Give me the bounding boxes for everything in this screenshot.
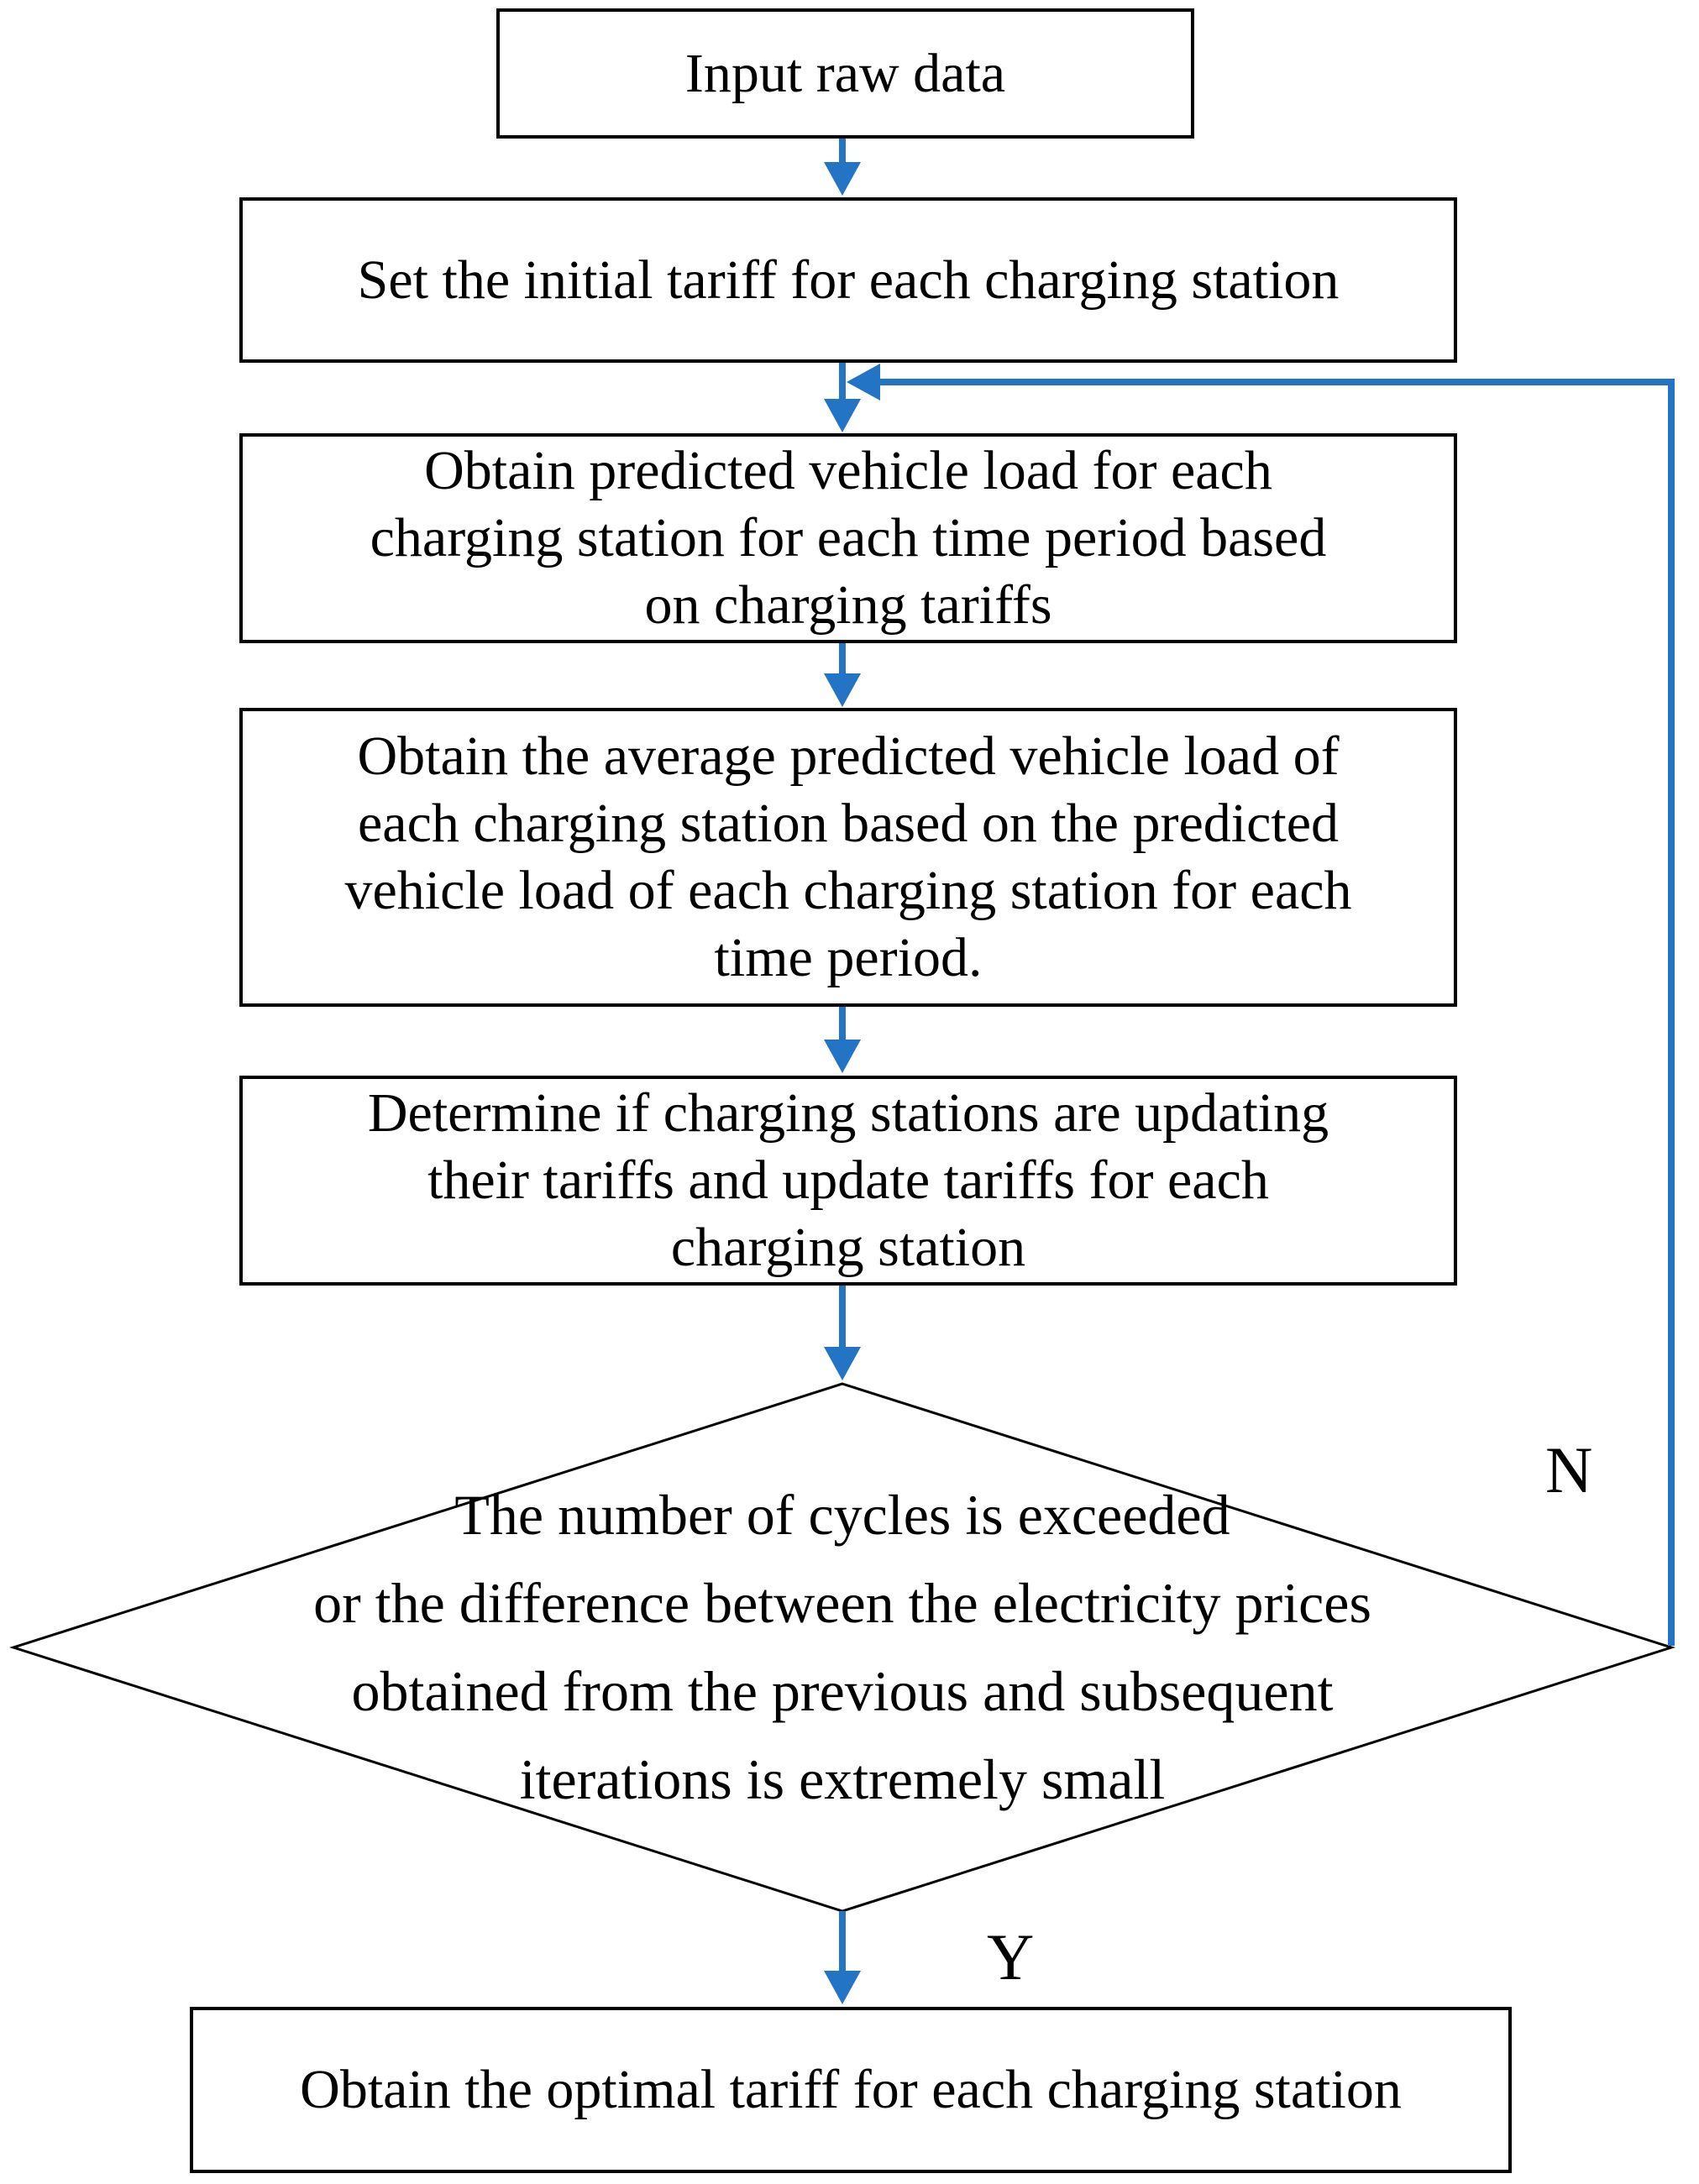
feedback-loop-line xyxy=(878,379,1675,1646)
branch-label-yes: Y xyxy=(987,1920,1035,1993)
arrowhead-update-to-decision-icon xyxy=(824,1347,861,1380)
branch-label-no: N xyxy=(1545,1433,1593,1506)
node-optimal-tariff: Obtain the optimal tariff for each charg… xyxy=(190,2007,1512,2173)
arrowhead-input-to-initial-icon xyxy=(824,162,861,196)
node-input-raw-data: Input raw data xyxy=(496,8,1194,139)
arrowhead-predicted-to-average-icon xyxy=(824,673,861,707)
arrowhead-feedback-icon xyxy=(847,364,880,401)
node-decision-label: The number of cycles is exceeded or the … xyxy=(313,1483,1371,1811)
arrowhead-initial-to-predicted-icon xyxy=(824,399,861,432)
node-average-load: Obtain the average predicted vehicle loa… xyxy=(239,708,1457,1007)
arrowhead-decision-to-optimal-icon xyxy=(824,1971,861,2004)
node-set-initial-tariff: Set the initial tariff for each charging… xyxy=(239,197,1457,363)
node-update-tariffs: Determine if charging stations are updat… xyxy=(239,1076,1457,1286)
node-predicted-load: Obtain predicted vehicle load for each c… xyxy=(239,433,1457,643)
arrowhead-average-to-update-icon xyxy=(824,1040,861,1073)
